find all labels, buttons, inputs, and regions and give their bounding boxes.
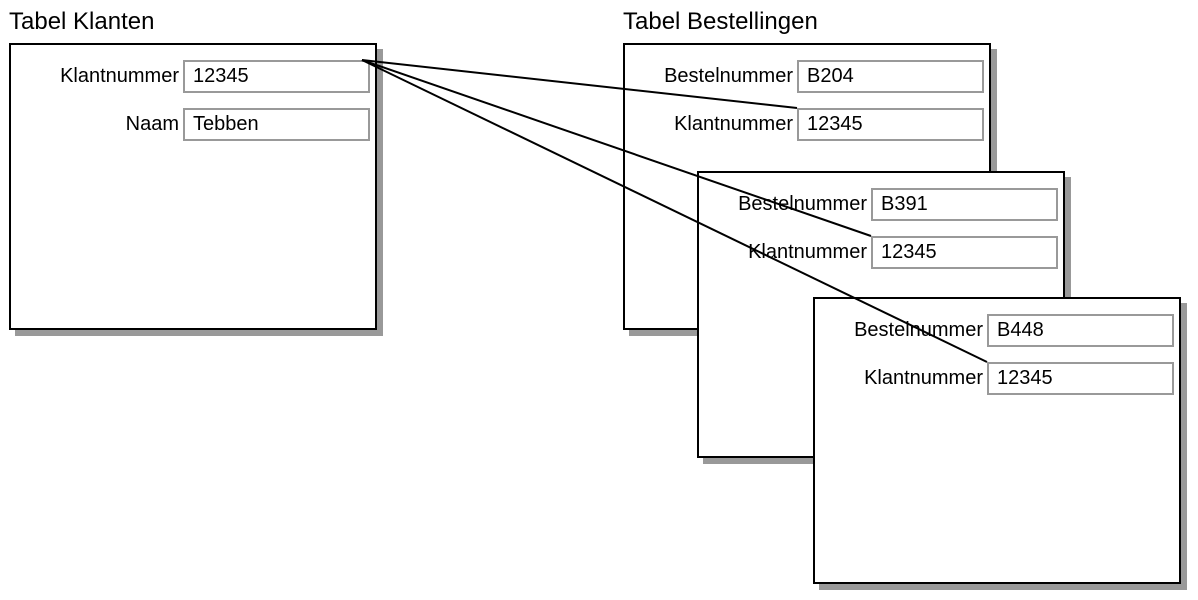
customer-number-row: Klantnummer 12345 — [815, 362, 1179, 395]
customer-number-field[interactable]: 12345 — [183, 60, 370, 93]
customer-number-row: Klantnummer 12345 — [699, 236, 1063, 269]
field-label: Klantnummer — [674, 113, 793, 135]
name-row: Naam Tebben — [11, 108, 375, 141]
field-label: Bestelnummer — [664, 65, 793, 87]
order-number-field[interactable]: B391 — [871, 188, 1058, 221]
field-label: Klantnummer — [748, 241, 867, 263]
order-number-row: Bestelnummer B448 — [815, 314, 1179, 347]
customer-number-row: Klantnummer 12345 — [625, 108, 989, 141]
field-label: Klantnummer — [60, 65, 179, 87]
customer-number-field[interactable]: 12345 — [871, 236, 1058, 269]
customers-table-title: Tabel Klanten — [9, 8, 155, 35]
relation-line-3 — [361, 59, 988, 363]
field-label: Naam — [125, 113, 179, 135]
field-label: Bestelnummer — [738, 193, 867, 215]
field-label: Klantnummer — [864, 367, 983, 389]
customer-number-row: Klantnummer 12345 — [11, 60, 375, 93]
order-record-3: Bestelnummer B448 Klantnummer 12345 — [813, 297, 1181, 584]
relation-line-1 — [361, 59, 798, 109]
order-number-row: Bestelnummer B204 — [625, 60, 989, 93]
customers-record: Klantnummer 12345 Naam Tebben — [9, 43, 377, 330]
customer-number-field[interactable]: 12345 — [987, 362, 1174, 395]
name-field[interactable]: Tebben — [183, 108, 370, 141]
orders-table-title: Tabel Bestellingen — [623, 8, 818, 35]
order-number-row: Bestelnummer B391 — [699, 188, 1063, 221]
relation-line-2 — [361, 59, 872, 237]
order-number-field[interactable]: B448 — [987, 314, 1174, 347]
order-number-field[interactable]: B204 — [797, 60, 984, 93]
customer-number-field[interactable]: 12345 — [797, 108, 984, 141]
